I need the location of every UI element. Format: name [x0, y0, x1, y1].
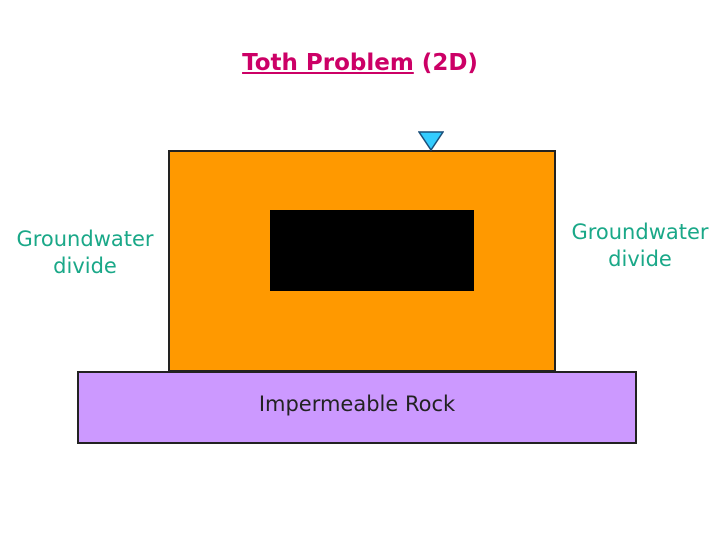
- title-underlined: Toth Problem: [242, 50, 414, 76]
- right-divide-line-1: Groundwater: [571, 220, 709, 244]
- water-table-triangle-icon: [418, 131, 444, 151]
- impermeable-rock-layer: [77, 371, 637, 444]
- diagram-title: Toth Problem (2D): [0, 50, 720, 76]
- right-divide-line-2: divide: [608, 247, 672, 271]
- left-divide-line-1: Groundwater: [16, 227, 154, 251]
- left-divide-label: Groundwater divide: [8, 226, 162, 280]
- right-divide-label: Groundwater divide: [562, 219, 718, 273]
- title-suffix: (2D): [413, 50, 478, 76]
- impermeable-rock-label: Impermeable Rock: [258, 392, 456, 416]
- low-permeability-block: [270, 210, 474, 291]
- left-divide-line-2: divide: [53, 254, 117, 278]
